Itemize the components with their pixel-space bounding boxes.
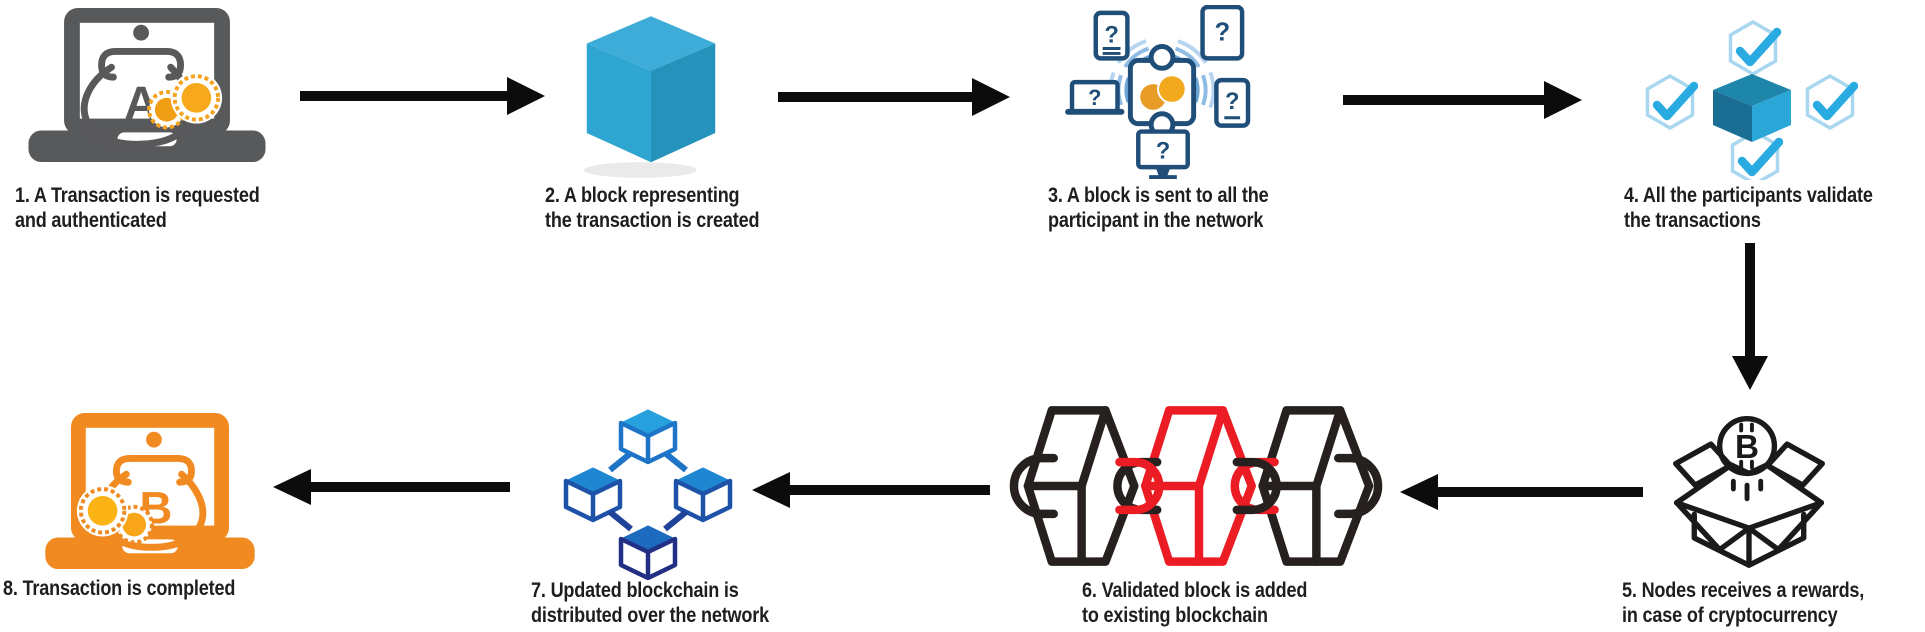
participants-validate-icon bbox=[1638, 20, 1866, 180]
open-box-icon bbox=[1673, 441, 1825, 568]
bitcoin-reward-box-icon: B bbox=[1673, 415, 1825, 568]
block-cube-icon bbox=[583, 16, 716, 178]
question-mark: ? bbox=[1225, 89, 1240, 115]
broadcast-network-icon: ? ? ? ? ? bbox=[1065, 5, 1251, 180]
step4-label: 4. All the participants validate the tra… bbox=[1624, 184, 1873, 232]
question-mark: ? bbox=[1088, 85, 1101, 110]
step8-label: 8. Transaction is completed bbox=[3, 577, 236, 600]
blockchain-chain-icon bbox=[1009, 398, 1383, 578]
arrow-step3-to-step4 bbox=[1343, 95, 1544, 105]
distributed-network-icon bbox=[563, 409, 733, 580]
step1-label: 1. A Transaction is requested and authen… bbox=[15, 184, 260, 232]
laptop-base bbox=[45, 537, 255, 570]
check-badge-icon bbox=[1808, 76, 1855, 128]
arrow-step5-to-step6 bbox=[1438, 487, 1643, 497]
network-links bbox=[608, 450, 688, 532]
arrow-step2-to-step3 bbox=[778, 92, 972, 102]
step6-label: 6. Validated block is added to existing … bbox=[1082, 579, 1308, 627]
step2-label: 2. A block representing the transaction … bbox=[545, 184, 760, 232]
question-mark: ? bbox=[1104, 23, 1119, 49]
check-badge-icon bbox=[1648, 76, 1695, 128]
question-mark: ? bbox=[1214, 19, 1230, 47]
laptop-purse-b-icon: B bbox=[45, 413, 255, 570]
validated-block-icon bbox=[1713, 74, 1791, 142]
laptop-purse-a-icon: A bbox=[28, 8, 266, 163]
step5-label: 5. Nodes receives a rewards, in case of … bbox=[1622, 579, 1865, 627]
check-badge-icon bbox=[1731, 22, 1778, 74]
chain-link-icon bbox=[1115, 457, 1164, 515]
puzzle-block-icon bbox=[1127, 44, 1197, 138]
motion-dashes bbox=[1730, 478, 1764, 502]
chain-link-icon bbox=[1232, 457, 1281, 515]
question-mark: ? bbox=[1156, 138, 1171, 164]
step3-label: 3. A block is sent to all the participan… bbox=[1048, 184, 1269, 232]
arrow-step4-to-step5 bbox=[1745, 243, 1755, 356]
bitcoin-symbol: B bbox=[1735, 429, 1759, 466]
arrow-step7-to-step8 bbox=[311, 482, 510, 492]
coins-icon bbox=[76, 485, 154, 545]
node-cube-icon bbox=[618, 525, 678, 580]
tablet-icon bbox=[1200, 5, 1245, 61]
arrow-step6-to-step7 bbox=[790, 485, 990, 495]
arrow-step1-to-step2 bbox=[300, 91, 507, 101]
coin-icon bbox=[1157, 74, 1187, 104]
coins-icon bbox=[147, 72, 223, 130]
node-cube-icon bbox=[563, 467, 623, 523]
node-cube-icon bbox=[618, 409, 678, 465]
cube-right-face bbox=[651, 43, 716, 163]
phone-icon bbox=[1214, 77, 1251, 128]
cube-left-face bbox=[586, 43, 651, 163]
node-cube-icon bbox=[673, 467, 733, 523]
step7-label: 7. Updated blockchain is distributed ove… bbox=[531, 579, 770, 627]
